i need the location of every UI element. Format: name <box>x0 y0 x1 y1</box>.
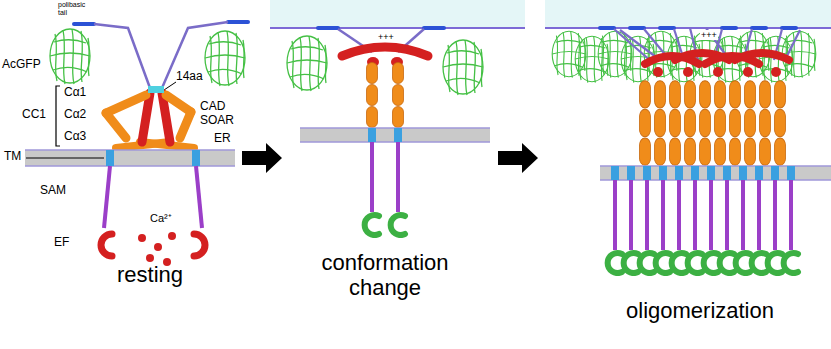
sam-domain <box>736 166 750 273</box>
sam-domain <box>784 166 798 273</box>
gfp-barrel <box>205 31 245 86</box>
calcium-ion <box>146 254 154 262</box>
helix <box>166 95 191 112</box>
ef-hand <box>101 234 112 256</box>
ion-label: Ca²⁺ <box>150 212 172 225</box>
step-arrow <box>498 143 538 173</box>
part-label: polibasic tail <box>58 1 92 17</box>
calcium-ion <box>154 243 162 251</box>
tm-domain <box>192 150 200 166</box>
sam-domain <box>704 166 718 273</box>
er-membrane-edge <box>25 165 235 167</box>
charge-mark: +++ <box>378 32 394 42</box>
part-label: EF <box>54 236 69 250</box>
helix <box>180 112 191 138</box>
part-label: SOAR <box>200 114 234 128</box>
cad-domain <box>342 47 428 56</box>
helix <box>730 81 741 166</box>
sam-domain <box>391 128 405 235</box>
sam-domain <box>672 166 686 273</box>
part-label: Cα1 <box>64 86 86 100</box>
part-label: Cα3 <box>64 130 86 144</box>
sam-domain <box>608 166 622 273</box>
sam-domain <box>624 166 638 273</box>
linker <box>162 22 228 88</box>
helix <box>715 81 726 166</box>
gfp-barrel <box>443 40 483 95</box>
helix <box>655 81 666 166</box>
helix <box>700 81 711 166</box>
helix <box>640 81 651 166</box>
er-membrane-edge <box>25 149 235 151</box>
helix <box>775 81 786 166</box>
sam-domain <box>768 166 782 273</box>
conformation-panel <box>270 0 525 235</box>
sam-domain <box>720 166 734 273</box>
oligomerization-panel <box>545 0 831 273</box>
linker <box>94 24 150 88</box>
charge-mark: +++ <box>700 30 718 40</box>
part-label: SAM <box>40 184 66 198</box>
polybasic-tail <box>318 26 338 30</box>
sam-domain <box>656 166 670 273</box>
sam-domain <box>640 166 654 273</box>
polybasic-tail <box>74 22 94 26</box>
ef-hand <box>194 234 205 256</box>
helix <box>106 95 146 113</box>
panel-caption: conformation change <box>310 250 460 301</box>
part-label: CAD <box>200 100 225 114</box>
linker-14aa <box>148 86 164 93</box>
cad-domain <box>645 53 789 64</box>
polybasic-tail <box>424 26 444 30</box>
helix <box>106 113 126 138</box>
plasma-membrane <box>545 0 831 28</box>
helix <box>745 81 756 166</box>
resting-panel <box>25 22 248 266</box>
bracket <box>56 86 60 146</box>
helix <box>670 81 681 166</box>
plasma-membrane-edge <box>270 27 525 29</box>
panel-caption: resting <box>117 262 183 287</box>
plasma-membrane <box>270 0 525 28</box>
step-arrow <box>242 143 282 173</box>
sam-domain <box>752 166 766 273</box>
linker <box>614 28 800 62</box>
er-membrane <box>25 150 235 166</box>
helix <box>367 63 378 128</box>
calcium-ion <box>168 232 176 240</box>
leader-line <box>26 158 104 159</box>
gfp-barrel <box>287 36 327 91</box>
polybasic-tail <box>600 26 796 30</box>
part-label: ER <box>214 132 231 146</box>
sam-domain <box>104 166 110 228</box>
part-label: Cα2 <box>64 108 86 122</box>
part-label: AcGFP <box>2 58 41 72</box>
helix <box>393 63 404 128</box>
helix <box>760 81 771 166</box>
leader-line <box>164 82 176 90</box>
part-label: TM <box>4 150 21 164</box>
calcium-ion <box>138 234 146 242</box>
part-label: 14aa <box>176 70 203 84</box>
helix <box>685 81 696 166</box>
sam-domain <box>688 166 702 273</box>
sam-domain <box>196 166 202 228</box>
gfp-barrel <box>50 29 90 84</box>
polybasic-tail <box>228 20 248 24</box>
tm-domain <box>106 150 114 166</box>
cad-domain <box>653 67 781 77</box>
panel-caption: oligomerization <box>626 298 774 323</box>
part-label: CC1 <box>22 108 46 122</box>
plasma-membrane-edge <box>545 27 831 29</box>
sam-domain <box>365 128 379 235</box>
